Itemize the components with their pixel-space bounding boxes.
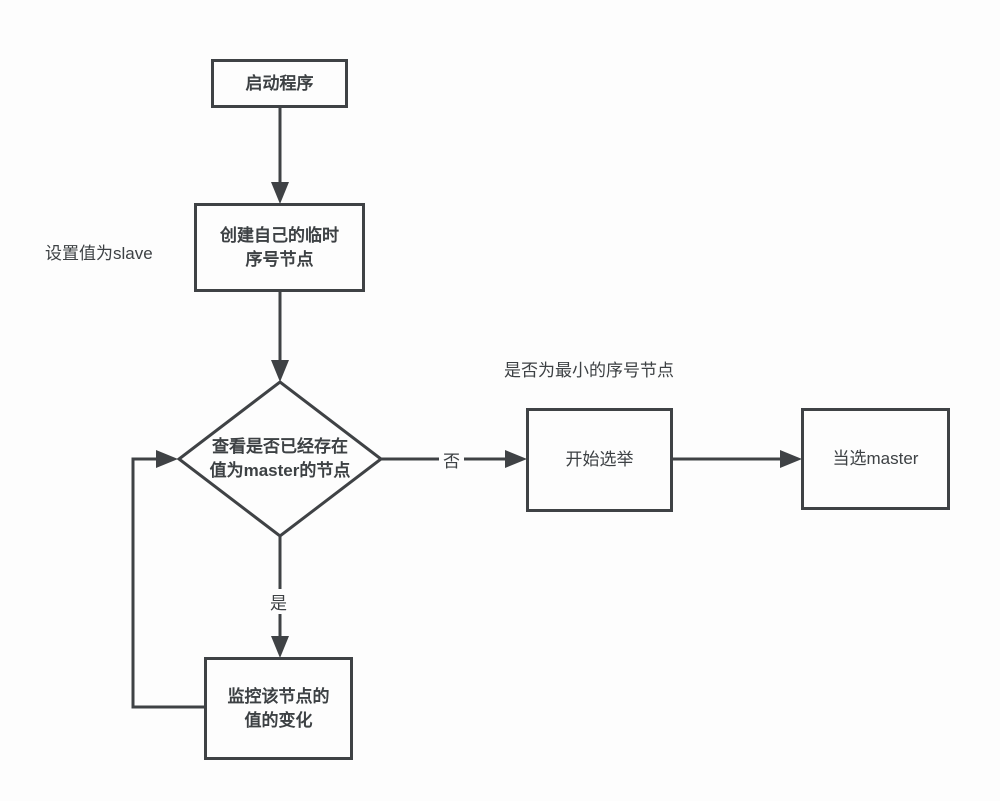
edge-label-yes: 是 [266, 589, 291, 614]
node-check-master-exists: 查看是否已经存在 值为master的节点 [180, 382, 380, 536]
arrowhead-check-election [505, 450, 527, 468]
node-create-ephemeral-node: 创建自己的临时 序号节点 [194, 203, 365, 292]
node-elected-master: 当选master [801, 408, 950, 510]
arrowhead-monitor-check [156, 450, 178, 468]
edge-monitor-check-loop [131, 457, 204, 709]
node-start-election-label: 开始选举 [565, 450, 634, 469]
node-elected-master-label: 当选master [832, 449, 919, 468]
node-create-line1: 创建自己的临时 [220, 225, 339, 245]
node-create-line2: 序号节点 [245, 249, 314, 269]
node-monitor-value-change: 监控该节点的 值的变化 [204, 657, 353, 760]
node-start-program-label: 启动程序 [245, 73, 314, 93]
node-monitor-line1: 监控该节点的 [227, 686, 330, 706]
node-start-program: 启动程序 [211, 59, 348, 108]
node-check-line1: 查看是否已经存在 [212, 437, 348, 456]
node-start-election: 开始选举 [526, 408, 673, 512]
edge-label-no: 否 [439, 447, 464, 472]
node-check-line2: 值为master的节点 [209, 461, 351, 480]
node-monitor-line2: 值的变化 [244, 710, 313, 730]
arrowhead-create-check [271, 360, 289, 382]
note-set-value-slave: 设置值为slave [45, 244, 153, 263]
arrowhead-check-monitor [271, 636, 289, 658]
arrowhead-start-create [271, 182, 289, 204]
note-is-min-seq-node: 是否为最小的序号节点 [504, 361, 674, 380]
arrowhead-election-master [780, 450, 802, 468]
